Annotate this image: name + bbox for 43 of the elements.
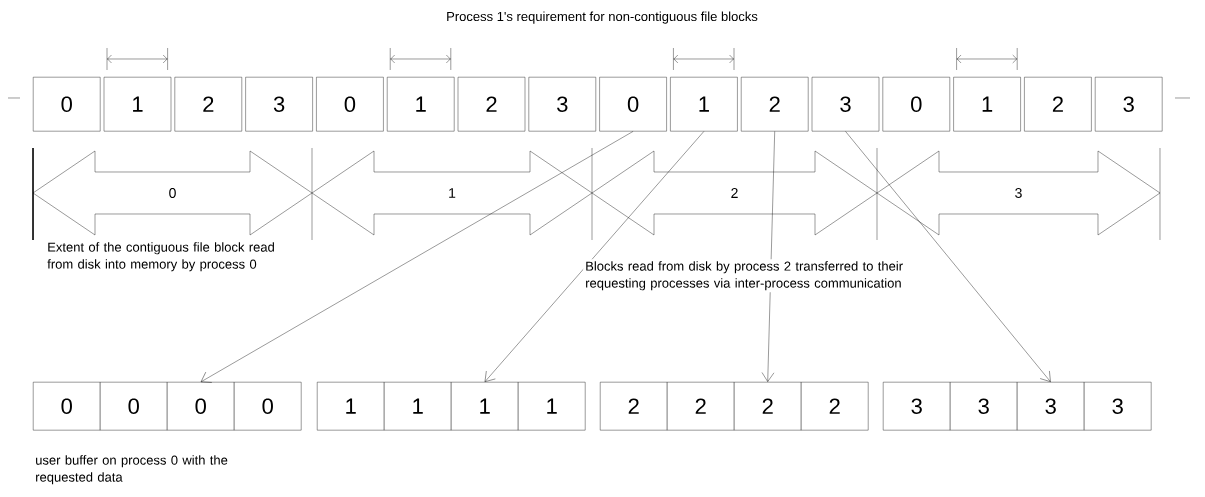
block-box: 0 [316, 77, 384, 132]
buffer-cell: 1 [384, 382, 452, 431]
buffer-cell: 0 [33, 382, 101, 431]
buffer-cell: 2 [734, 382, 802, 431]
block-box: 0 [33, 77, 101, 132]
arrow [200, 131, 634, 383]
block-box: 3 [1095, 77, 1163, 132]
buffer-cell: 2 [600, 382, 668, 431]
note: user buffer on process 0 with the requested data [36, 455, 228, 485]
block-box: 1 [103, 77, 172, 132]
buffer-cell: 0 [234, 382, 302, 431]
block-box: 2 [174, 77, 242, 132]
buffer-cell: 0 [167, 382, 235, 431]
buffer-cell: 2 [801, 382, 869, 431]
buffer-cell: 3 [1084, 382, 1152, 431]
buffer-cell: 2 [667, 382, 735, 431]
buffer-cell: 3 [950, 382, 1018, 431]
buffer-cell: 3 [1017, 382, 1085, 431]
block-box: 0 [599, 77, 667, 132]
arrow [484, 131, 705, 382]
block-box: 1 [953, 77, 1021, 132]
block-box: 1 [670, 77, 738, 132]
buffer-cell: 3 [883, 382, 951, 431]
buffer-cell: 0 [100, 382, 168, 431]
block-box: 2 [741, 77, 809, 132]
block-box: 0 [882, 77, 950, 132]
buffer-cell: 1 [518, 382, 586, 431]
dimension-label: 0 [169, 188, 176, 198]
block-box: 2 [1024, 77, 1092, 132]
buffer-cell: 1 [317, 382, 385, 431]
block-box: 3 [245, 77, 313, 132]
note: Extent of the contiguous file block read from disk into memory by process 0 [47, 242, 274, 272]
dimension-label: 3 [1015, 188, 1022, 198]
dimension-label: 1 [449, 188, 456, 198]
block-box: 2 [457, 77, 526, 132]
title: Process 1's requirement for non-contiguous file blocks [447, 11, 758, 24]
block-box: 3 [811, 77, 880, 132]
block-box: 1 [387, 77, 455, 132]
arrow [845, 131, 1051, 382]
dimension-label: 2 [731, 188, 738, 198]
buffer-cell: 1 [451, 382, 519, 431]
note: Blocks read from disk by process 2 transferred to their requesting processes via inter-process communication [586, 261, 903, 291]
block-box: 3 [528, 77, 596, 132]
